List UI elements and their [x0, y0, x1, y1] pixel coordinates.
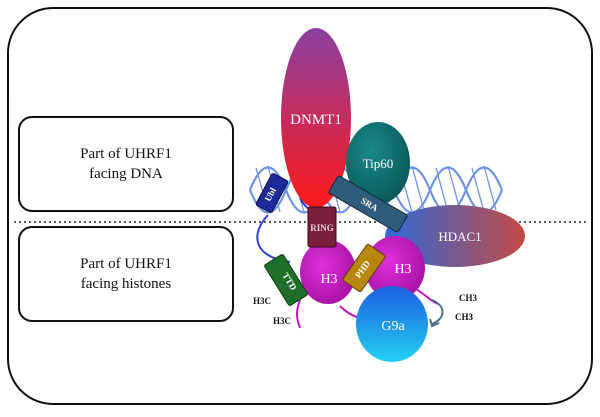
h3-left-label: H3 — [320, 272, 337, 287]
h3-right-label: H3 — [394, 262, 411, 277]
sra-domain — [328, 175, 408, 233]
dnmt1-label: DNMT1 — [290, 112, 342, 128]
hdac1-label: HDAC1 — [438, 229, 481, 244]
h3-left-histone — [300, 240, 356, 304]
methylation-arrow-icon — [429, 299, 444, 328]
ttd-domain — [264, 254, 308, 306]
ring-label: RING — [310, 223, 334, 233]
tip60-protein — [346, 122, 410, 204]
g9a-label: G9a — [381, 319, 405, 334]
histone-facing-label: Part of UHRF1 facing histones — [80, 255, 172, 292]
ring-domain — [307, 206, 337, 248]
histone-facing-label-box: Part of UHRF1 facing histones — [18, 226, 234, 322]
tip60-label: Tip60 — [363, 156, 394, 171]
g9a-protein — [356, 286, 428, 362]
dnmt1-protein — [281, 28, 351, 208]
phd-domain — [342, 243, 386, 293]
dna-facing-label: Part of UHRF1 facing DNA — [80, 145, 172, 182]
methyl-left-bottom: H3C — [273, 316, 291, 326]
methyl-right-bottom: CH3 — [455, 312, 474, 322]
methyl-left-top: H3C — [253, 296, 271, 306]
dna-facing-label-box: Part of UHRF1 facing DNA — [18, 116, 234, 212]
methyl-right-top: CH3 — [459, 293, 478, 303]
ubl-domain — [255, 173, 289, 213]
